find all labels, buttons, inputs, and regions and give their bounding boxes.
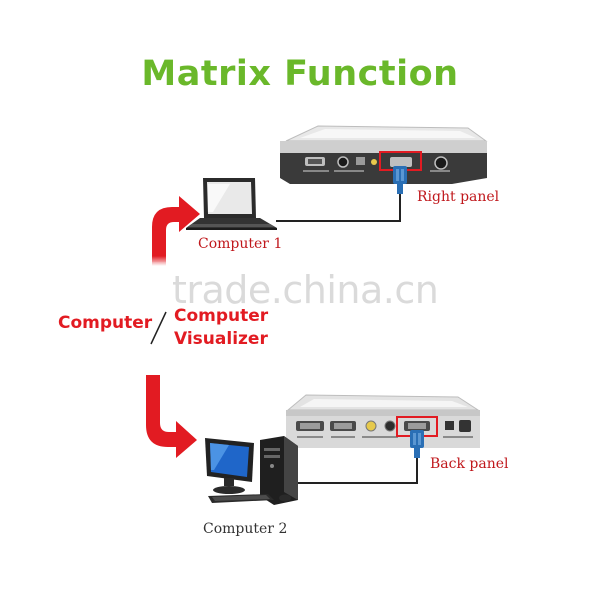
computer-1-label: Computer 1 (198, 236, 283, 252)
source-computer-label: Computer (58, 313, 153, 333)
cable-bottom (297, 458, 418, 484)
desktop-computer-icon (205, 436, 298, 505)
cable-top (276, 194, 401, 222)
back-panel-label: Back panel (430, 456, 509, 472)
visualizer-top-icon (280, 125, 488, 194)
diagram-title: Matrix Function (141, 54, 459, 94)
computer-2-label: Computer 2 (203, 521, 288, 537)
curved-arrow-down-right-icon (146, 375, 197, 458)
right-panel-label: Right panel (417, 189, 500, 205)
label-divider (150, 311, 167, 345)
visualizer-bottom-icon (286, 394, 480, 458)
laptop-icon (186, 178, 277, 230)
source-visualizer-line1: Computer (174, 306, 269, 326)
source-visualizer-line2: Visualizer (174, 329, 268, 349)
curved-arrow-right-icon (152, 196, 200, 266)
watermark: trade.china.cn (172, 268, 439, 312)
source-visualizer-label: Computer Visualizer (174, 305, 268, 351)
